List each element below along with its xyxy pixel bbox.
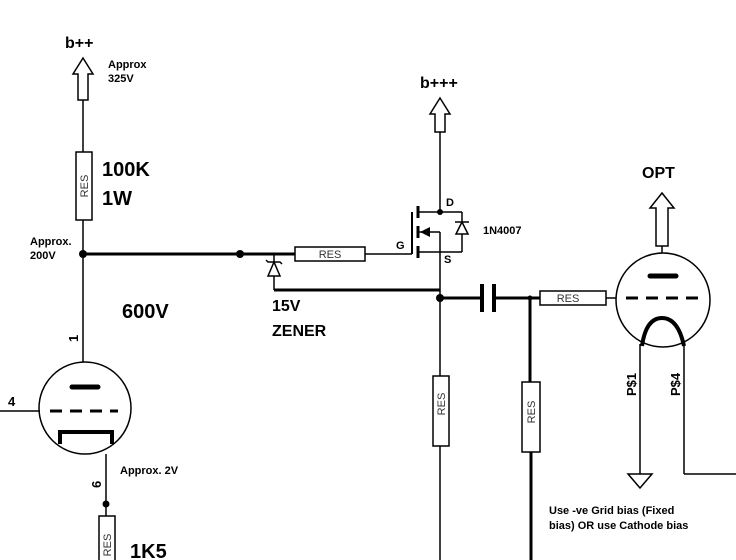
bppp-label: b+++ <box>420 75 458 92</box>
bpp-voltage-line2: 325V <box>108 73 134 85</box>
grid-pin-label: 4 <box>8 394 16 409</box>
output-grid-res-label: RES <box>557 293 580 305</box>
bias-resistor: RES <box>521 381 541 453</box>
zener-value: 15V <box>272 298 301 315</box>
bias-res-label: RES <box>526 401 538 424</box>
cathode-res-label: RES <box>102 534 114 557</box>
bpp-label: b++ <box>65 35 93 52</box>
opt-label: OPT <box>642 165 675 182</box>
plate-voltage-line2: 200V <box>30 250 56 262</box>
cathode-node-dot <box>102 500 110 508</box>
cathode-resistor: RES <box>98 515 116 560</box>
anode-res-value: 100K <box>102 159 150 181</box>
zener-diode <box>240 253 283 290</box>
pin1-label: P$1 <box>624 373 639 396</box>
bias-note-line1: Use -ve Grid bias (Fixed <box>549 505 674 517</box>
bpp-voltage-line1: Approx <box>108 59 147 71</box>
pin4-label: P$4 <box>668 372 683 396</box>
cathode-pin-label: 6 <box>89 481 104 488</box>
plate-voltage-line1: Approx. <box>30 236 72 248</box>
anode-res-label: RES <box>79 175 91 198</box>
diode-label: 1N4007 <box>483 225 522 237</box>
bppp-rail-arrow <box>428 96 452 133</box>
cathode-voltage: Approx. 2V <box>120 465 179 477</box>
bias-note-line2: bias) OR use Cathode bias <box>549 520 688 532</box>
source-res-label: RES <box>436 393 448 416</box>
zener-label: ZENER <box>272 323 327 340</box>
source-pin-label: S <box>444 254 451 266</box>
gate-pin-label: G <box>396 240 405 252</box>
drain-pin-label: D <box>446 197 454 209</box>
mosfet <box>411 206 470 290</box>
gate-resistor: RES <box>294 246 366 262</box>
bpp-rail-arrow <box>71 56 95 101</box>
cathode-res-value: 1K5 <box>130 541 167 560</box>
source-resistor: RES <box>432 375 450 447</box>
drain-node-dot <box>437 209 443 215</box>
output-tube <box>615 252 711 348</box>
anode-res-power: 1W <box>102 188 132 210</box>
driver-triode <box>38 361 132 455</box>
tube-rating: 600V <box>122 301 169 323</box>
coupling-capacitor <box>480 284 496 312</box>
ground-symbol <box>626 473 654 490</box>
gate-res-label: RES <box>319 249 342 261</box>
anode-load-resistor: RES <box>75 151 93 221</box>
plate-pin-label: 1 <box>66 335 81 342</box>
output-grid-resistor: RES <box>539 290 607 306</box>
opt-arrow <box>648 191 676 247</box>
